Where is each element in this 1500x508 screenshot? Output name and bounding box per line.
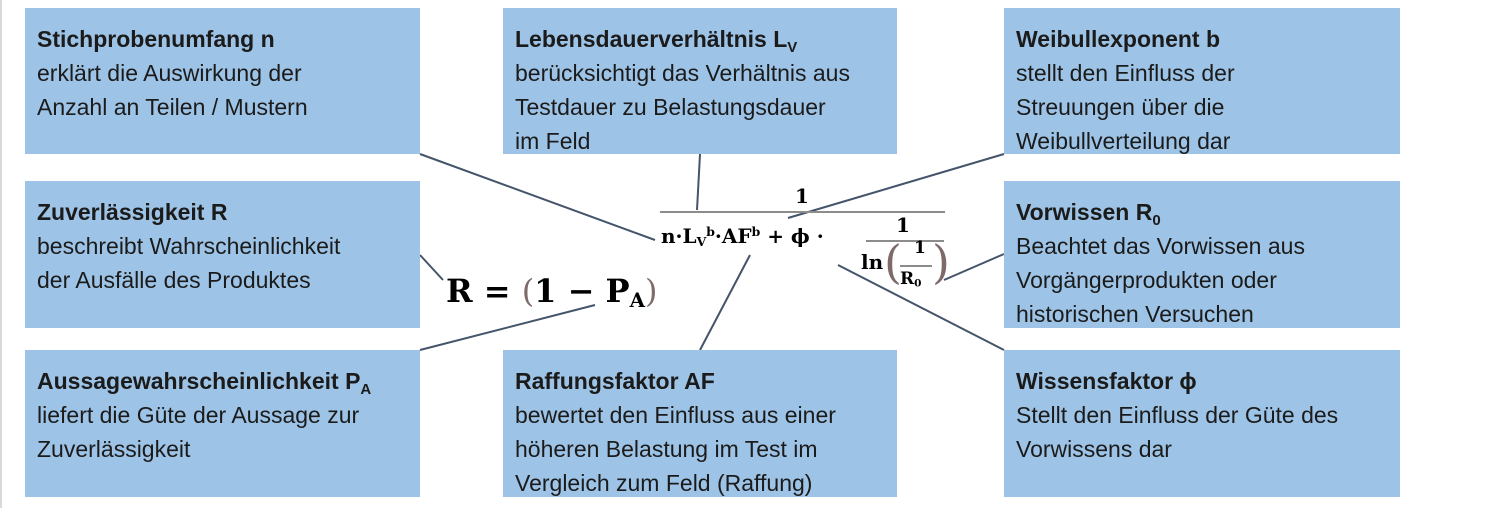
inner-ln-text: ln xyxy=(861,250,884,274)
box-knowledge-factor: Wissensfaktor ϕ Stellt den Einfluss der … xyxy=(1004,350,1400,497)
inner-r0-sub: 0 xyxy=(914,277,922,290)
connector-pa xyxy=(419,304,596,351)
exp-b1: b xyxy=(706,224,715,240)
box-lifetime-ratio: Lebensdauerverhältnis LV berücksichtigt … xyxy=(503,8,897,154)
formula-minus: − xyxy=(567,272,595,310)
box-confidence-level-desc: liefert die Güte der Aussage zur Zuverlä… xyxy=(37,402,360,462)
connector-b xyxy=(787,153,1005,219)
inner-fraction-bar xyxy=(866,240,944,242)
connector-r0 xyxy=(943,253,1005,281)
inner-ln: ln xyxy=(861,252,883,272)
exp-denominator: n·LVb·AFb + ϕ · xyxy=(661,224,824,250)
formula-lhs: R = xyxy=(446,272,511,310)
inner-r0-numerator: 1 xyxy=(914,238,926,258)
inner-r0: R xyxy=(900,269,915,289)
page-edge-rule xyxy=(0,0,2,508)
box-weibull-exponent-title: Weibullexponent b xyxy=(1016,26,1221,52)
box-lifetime-ratio-desc: berücksichtigt das Verhältnis aus Testda… xyxy=(515,60,850,154)
connector-af xyxy=(699,254,751,351)
box-confidence-level: Aussagewahrscheinlichkeit PA liefert die… xyxy=(25,350,420,497)
connector-lv xyxy=(696,153,701,211)
box-knowledge-factor-desc: Stellt den Einfluss der Güte des Vorwiss… xyxy=(1016,402,1339,462)
box-reliability-title: Zuverlässigkeit R xyxy=(37,199,228,225)
box-weibull-exponent-desc: stellt den Einfluss der Streuungen über … xyxy=(1016,60,1235,154)
exp-b2: b xyxy=(751,224,761,240)
exp-fraction-bar xyxy=(660,211,945,213)
formula-one: 1 xyxy=(534,272,557,310)
box-prior-knowledge-desc: Beachtet das Vorwissen aus Vorgängerprod… xyxy=(1016,233,1305,327)
box-acceleration-factor: Raffungsfaktor AF bewertet den Einfluss … xyxy=(503,350,897,497)
inner-r0-fraction-bar xyxy=(900,265,932,267)
box-reliability-desc: beschreibt Wahrscheinlichkeit der Ausfäl… xyxy=(37,233,341,293)
box-sample-size: Stichprobenumfang n erklärt die Auswirku… xyxy=(25,8,420,154)
exp-numerator: 1 xyxy=(795,184,809,208)
formula-open-paren: ( xyxy=(521,272,535,310)
box-acceleration-factor-title: Raffungsfaktor AF xyxy=(515,368,715,394)
formula-p-sub: A xyxy=(629,287,645,312)
box-lifetime-ratio-title: Lebensdauerverhältnis LV xyxy=(515,26,798,56)
connector-phi xyxy=(837,264,1005,351)
inner-ln-close-paren: ) xyxy=(932,235,950,289)
box-weibull-exponent: Weibullexponent b stellt den Einfluss de… xyxy=(1004,8,1400,154)
box-knowledge-factor-title: Wissensfaktor ϕ xyxy=(1016,368,1197,394)
box-confidence-level-title: Aussagewahrscheinlichkeit PA xyxy=(37,368,372,398)
exp-n-lv: n·L xyxy=(661,224,697,248)
connector-r xyxy=(419,254,444,281)
formula-base: R = (1 − PA) xyxy=(446,272,658,310)
exp-lv-sub: V xyxy=(696,234,707,250)
box-prior-knowledge-title: Vorwissen R0 xyxy=(1016,199,1161,229)
box-prior-knowledge: Vorwissen R0 Beachtet das Vorwissen aus … xyxy=(1004,181,1400,328)
box-sample-size-title: Stichprobenumfang n xyxy=(37,26,275,52)
connector-n xyxy=(419,153,656,241)
box-acceleration-factor-desc: bewertet den Einfluss aus einer höheren … xyxy=(515,402,836,496)
inner-r0-denominator: R0 xyxy=(900,269,922,290)
inner-numerator: 1 xyxy=(896,213,910,237)
formula-close-paren: ) xyxy=(644,272,658,310)
box-sample-size-desc: erklärt die Auswirkung der Anzahl an Tei… xyxy=(37,60,308,120)
exp-plus-phi: + ϕ · xyxy=(767,224,824,248)
formula-p: P xyxy=(605,272,630,310)
inner-ln-open-paren: ( xyxy=(884,235,902,289)
box-reliability: Zuverlässigkeit R beschreibt Wahrscheinl… xyxy=(25,181,420,328)
exp-af: ·AF xyxy=(714,224,752,248)
